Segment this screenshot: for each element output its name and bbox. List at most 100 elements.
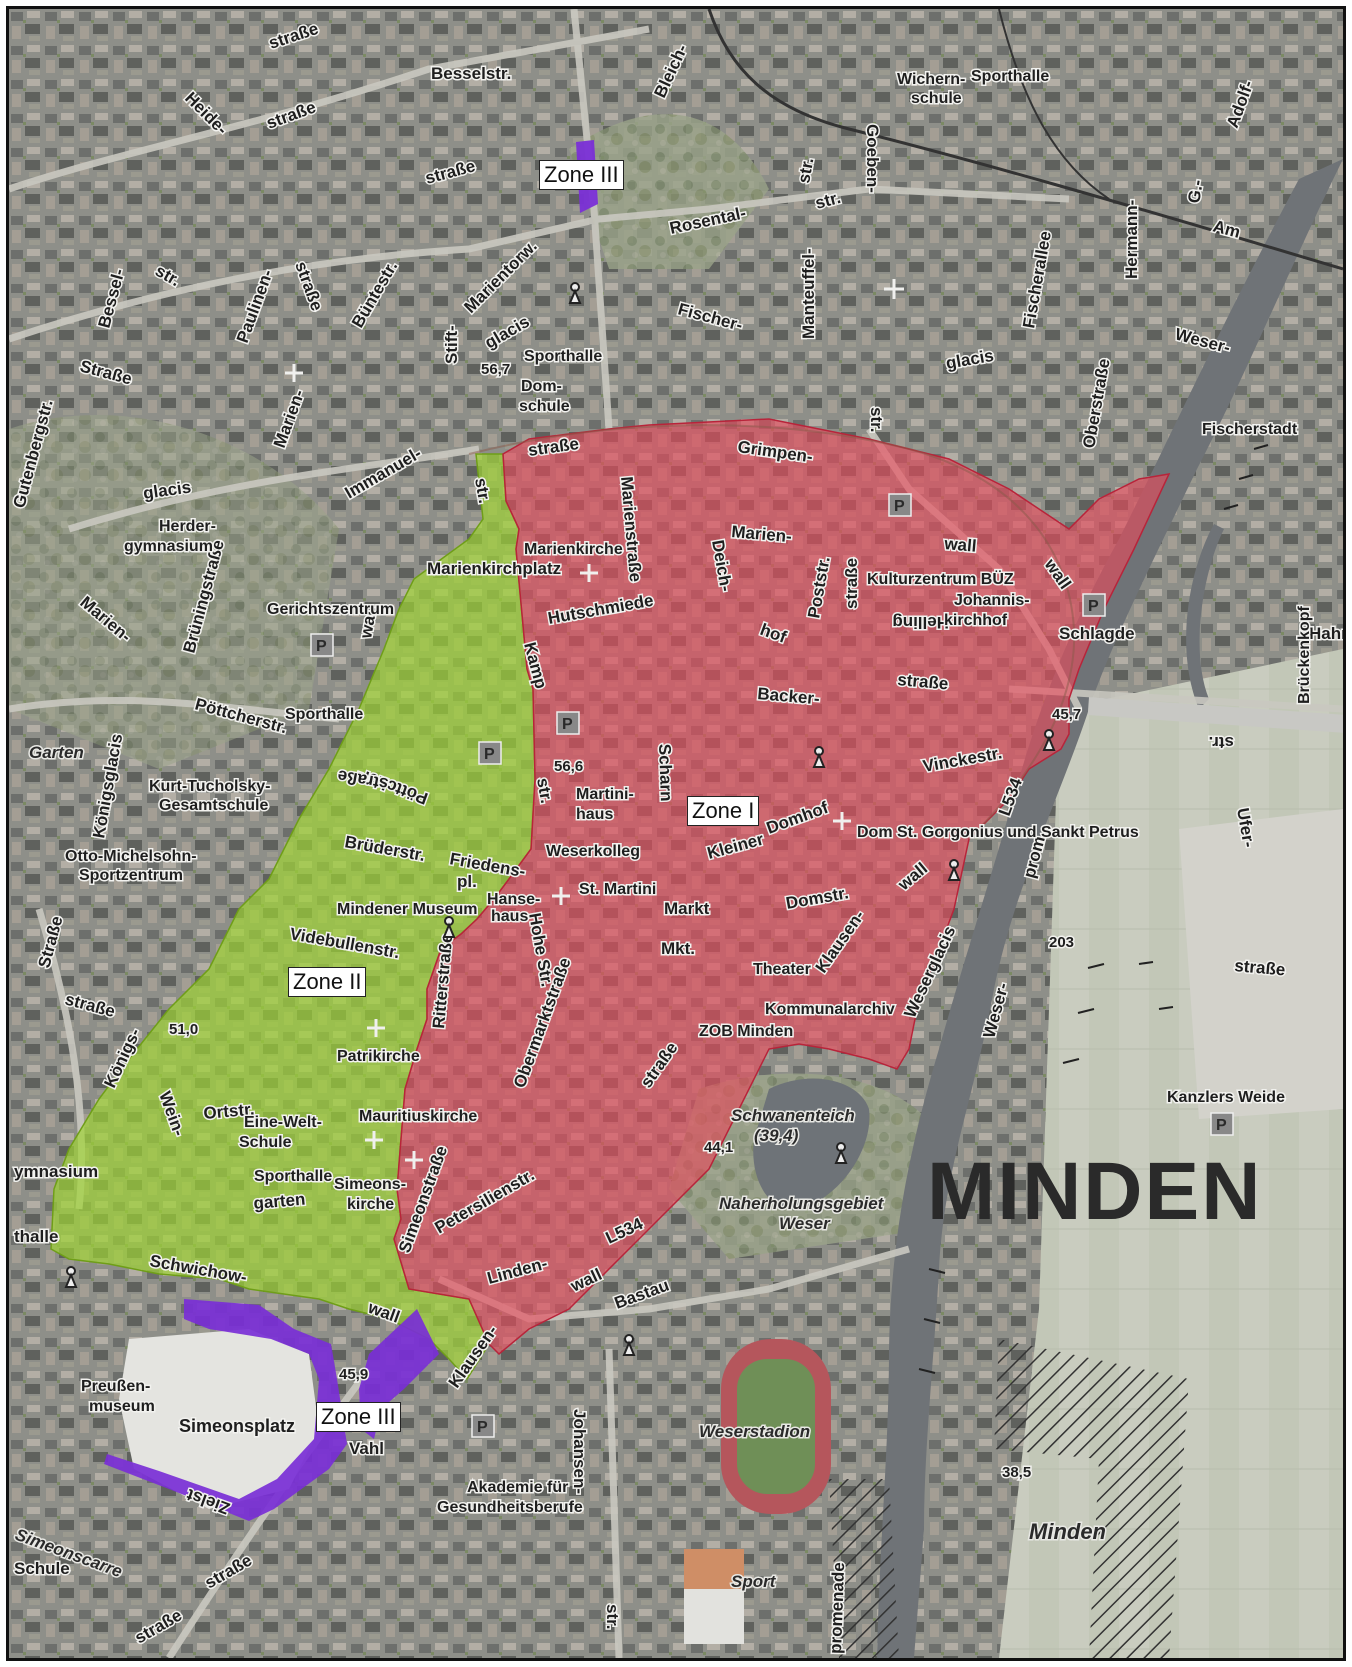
street-label: Manteuffel- [799, 248, 818, 339]
poi-label: schule [519, 398, 570, 415]
street-label: str. [794, 156, 817, 184]
monument-icon [947, 859, 961, 881]
poi-label: Theater [753, 961, 811, 978]
street-label: Scharn [655, 743, 676, 801]
weserstadion [721, 1339, 831, 1514]
schwanenteich-pond [753, 1078, 870, 1210]
map-canvas[interactable]: MINDEN Besselstr. straße Heide- straße s… [9, 9, 1343, 1658]
poi-label: Simeonsplatz [179, 1416, 295, 1436]
monument-icon [812, 746, 826, 768]
railway [707, 9, 1343, 271]
monument-icon [834, 1142, 848, 1164]
monument-icon [64, 1266, 78, 1288]
street-label: Goeben- [863, 124, 882, 193]
poi-label: Dom St. Gorgonius und Sankt Petrus [857, 824, 1139, 841]
elevation-label: 56,6 [554, 758, 583, 775]
parking-symbols: P P P P P P P [310, 493, 1234, 1438]
poi-label: Fischerstadt [1202, 421, 1298, 438]
poi-label: haus [491, 908, 528, 925]
church-icons [285, 279, 904, 1169]
water-label: Weser [779, 1214, 831, 1233]
poi-label: Akademie für [467, 1479, 568, 1496]
poi-label: Dom- [521, 378, 562, 395]
street-label: Helling [892, 613, 949, 632]
poi-label: Weserstadion [699, 1422, 810, 1441]
poi-label: Kanzlers Weide [1167, 1089, 1285, 1106]
poi-label: Gesundheitsberufe [437, 1499, 583, 1516]
church-icon [285, 364, 303, 382]
water-label: Schwanenteich [731, 1106, 855, 1125]
street-label: Marienkirchplatz [427, 559, 561, 578]
poi-label: Hanse- [487, 891, 540, 908]
parking-icon: P [310, 633, 334, 657]
parking-icon: P [478, 741, 502, 765]
hatched-area-east [994, 1339, 1189, 1658]
poi-label: kirchhof [944, 612, 1008, 629]
poi-label: Weserkolleg [546, 843, 640, 860]
street-label: promenade [826, 1562, 848, 1654]
elevation-label: 56,7 [481, 361, 510, 378]
svg-text:P: P [894, 498, 905, 515]
poi-label: Johannis- [954, 592, 1030, 609]
poi-label: St. Martini [579, 881, 656, 898]
poi-label: Herder- [159, 518, 216, 535]
poi-label: Marienkirche [524, 541, 623, 558]
street-label: garten [253, 1190, 306, 1213]
poi-label: museum [89, 1398, 155, 1415]
svg-text:P: P [477, 1419, 488, 1436]
city-label: MINDEN [927, 1146, 1262, 1237]
elevation-label: 44,1 [704, 1139, 733, 1156]
svg-text:P: P [1088, 598, 1099, 615]
kanzlers-weide-lot [1179, 809, 1343, 1119]
sport-track-south [684, 1549, 744, 1589]
hatched-area-west [829, 1479, 899, 1658]
weser-bridge [1087, 697, 1343, 734]
church-icon [367, 1019, 385, 1037]
simeonsplatz-square [119, 1329, 319, 1509]
street-label: Hermann- [1122, 200, 1141, 279]
poi-label: Patrikirche [337, 1048, 420, 1065]
church-icon [405, 1151, 423, 1169]
poi-label: kirche [347, 1196, 394, 1213]
poi-label: haus [576, 806, 613, 823]
street-label: straße [842, 558, 861, 609]
poi-label: Otto-Michelsohn- [65, 848, 197, 865]
street-label: Vahl [349, 1439, 384, 1458]
weser-river [877, 159, 1343, 1658]
parking-icon: P [1210, 1112, 1234, 1136]
poi-label: Simeons- [334, 1176, 406, 1193]
svg-text:P: P [484, 746, 495, 763]
church-icon [884, 279, 904, 299]
svg-text:P: P [562, 716, 573, 733]
monument-icon [1042, 729, 1056, 751]
poi-label: Kurt-Tucholsky- [149, 778, 270, 795]
monument-icon [622, 1334, 636, 1356]
poi-label: Wichern- [897, 71, 965, 88]
poi-label: Sporthalle [971, 68, 1049, 85]
zone-3-north-label: Zone III [539, 160, 624, 190]
church-icon [365, 1131, 383, 1149]
street-label: Schule [14, 1559, 70, 1578]
map-frame: MINDEN Besselstr. straße Heide- straße s… [6, 6, 1346, 1661]
zone-1-polygon[interactable] [393, 418, 1171, 1356]
park-north [569, 114, 769, 269]
parking-icon: P [888, 493, 912, 517]
elevation-label: 38,5 [1002, 1464, 1031, 1481]
street-label: Ortstr. [203, 1100, 255, 1123]
poi-label: Martini- [576, 786, 634, 803]
poi-label: Kommunalarchiv [765, 1001, 895, 1018]
elevation-label: 203 [1049, 934, 1074, 951]
water-label: (39,4) [754, 1126, 799, 1145]
poi-label: Mindener Museum [337, 901, 477, 918]
parking-icon: P [556, 711, 580, 735]
railway-branch [998, 9, 1110, 200]
poi-label: Gerichtszentrum [267, 601, 394, 618]
poi-label: Sportzentrum [79, 867, 183, 884]
zone-2-label: Zone II [288, 967, 367, 997]
parking-icon: P [471, 1414, 495, 1438]
street-label: Schlagde [1059, 624, 1135, 643]
elevation-label: 45,9 [339, 1366, 368, 1383]
street-label: str. [867, 407, 886, 433]
elevation-label: 51,0 [169, 1021, 198, 1038]
street-label: Hahnr [1309, 624, 1343, 643]
